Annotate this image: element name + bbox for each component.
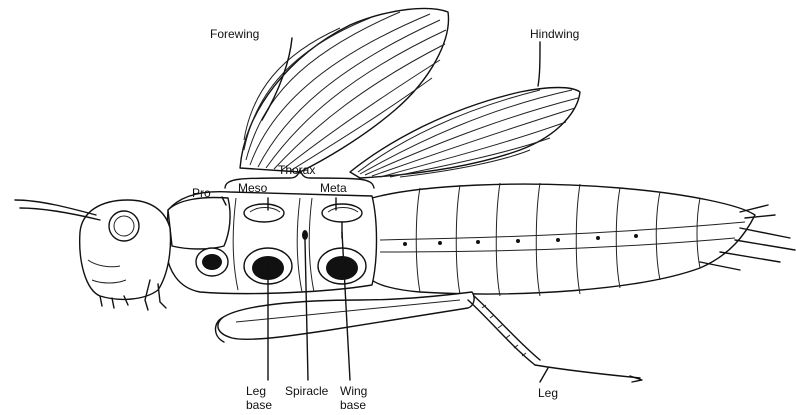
label-thorax: Thorax — [278, 163, 315, 177]
label-hindwing: Hindwing — [530, 27, 579, 41]
label-spiracle: Spiracle — [285, 384, 329, 398]
label-meso: Meso — [238, 181, 268, 195]
label-wing-base-line2: base — [340, 398, 366, 412]
label-leg-base-line1: Leg — [246, 384, 266, 398]
label-pro: Pro — [192, 186, 211, 200]
label-leg: Leg — [538, 386, 558, 400]
label-meta: Meta — [320, 181, 347, 195]
legs — [145, 280, 642, 382]
abdomen — [372, 183, 795, 296]
label-leg-base-line2: base — [246, 398, 272, 412]
label-forewing: Forewing — [210, 27, 259, 41]
label-wing-base-line1: Wing — [340, 384, 367, 398]
